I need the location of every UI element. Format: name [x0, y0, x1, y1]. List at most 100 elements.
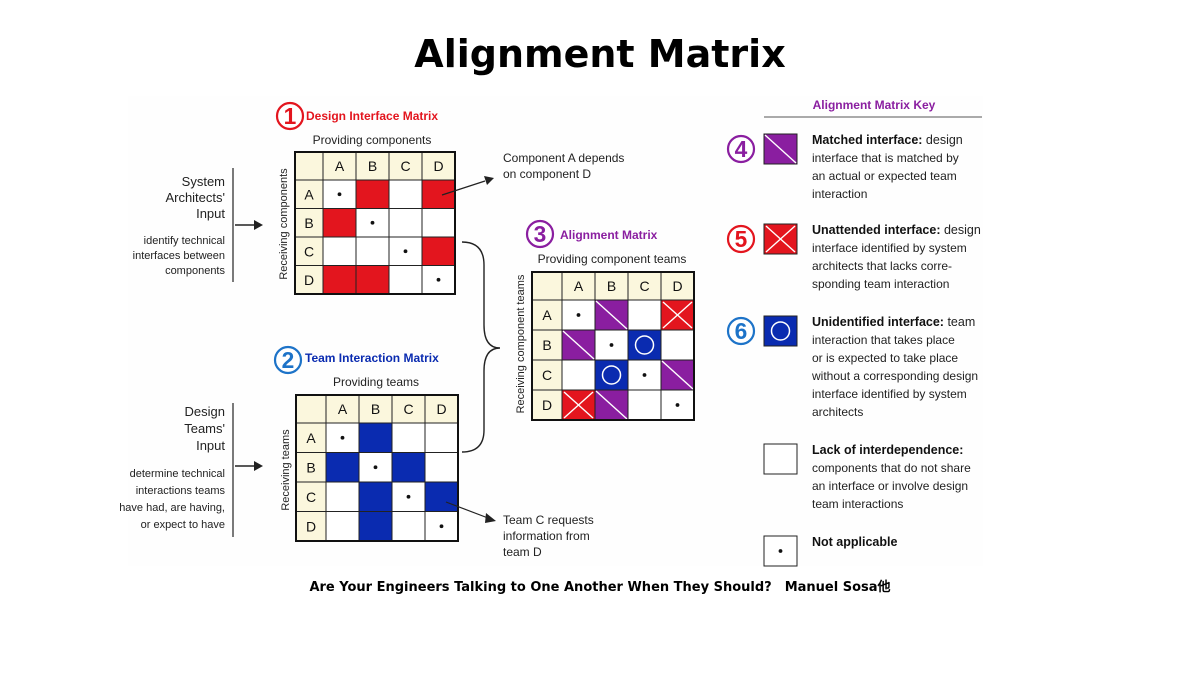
key-item-heading: Matched interface: design — [812, 133, 963, 147]
dim-cell — [355, 236, 390, 266]
tim-cell — [325, 452, 360, 483]
am-cell-ring — [634, 335, 655, 355]
component-a-arrow-head — [484, 176, 494, 185]
am-cell-dot — [576, 313, 581, 317]
sys-input-heading: System — [182, 174, 225, 189]
key-item-desc: architects — [812, 405, 863, 419]
tim-cell — [391, 511, 426, 542]
team-c-note: team D — [503, 545, 542, 559]
am-cell-diagonal — [595, 300, 628, 330]
component-a-arrow-line — [441, 180, 486, 196]
design-input-desc: determine technical — [130, 468, 225, 480]
tim-number: 2 — [282, 347, 295, 373]
tim-row-header-cell — [295, 481, 327, 512]
component-a-note: Component A depends — [503, 151, 624, 165]
component-a-note: on component D — [503, 167, 591, 181]
key-number: 5 — [735, 226, 748, 252]
key-item-rest: design — [922, 133, 962, 147]
key-item-heading: Not applicable — [812, 535, 897, 549]
am-row-header-cell — [531, 329, 563, 361]
key-item-bold: Unattended interface: — [812, 223, 941, 237]
dim-cell — [322, 265, 357, 295]
tim-outline — [295, 394, 459, 542]
tim-corner-cell — [295, 394, 327, 424]
tim-col-header: D — [436, 401, 446, 417]
dim-cell-dot — [370, 220, 375, 225]
key-item-desc: interface identified by system — [812, 241, 967, 255]
am-col-header: B — [607, 278, 616, 294]
dim-corner-cell — [294, 151, 324, 181]
am-cell — [561, 359, 596, 391]
dim-row-axis: Receiving components — [278, 168, 290, 280]
dim-cell — [421, 265, 456, 295]
key-item-desc: or is expected to take place — [812, 351, 958, 365]
team-c-arrow-head — [485, 513, 496, 523]
key-item-desc: interaction — [812, 187, 867, 201]
am-corner-cell — [531, 271, 563, 301]
tim-cell — [424, 422, 459, 453]
tim-cell-dot — [340, 435, 345, 440]
dim-cell — [388, 179, 423, 209]
dim-cell — [421, 179, 456, 209]
sys-input-heading: Input — [196, 206, 225, 221]
tim-row-header: B — [306, 459, 315, 475]
page-title: Alignment Matrix — [414, 32, 786, 76]
tim-row-axis: Receiving teams — [280, 429, 292, 511]
tim-number-ring — [273, 345, 303, 375]
am-cell — [627, 389, 662, 421]
tim-cell — [424, 452, 459, 483]
tim-col-axis: Providing teams — [333, 375, 419, 389]
tim-cell — [325, 511, 360, 542]
dim-cell-dot — [337, 192, 342, 197]
am-cell-cross-b — [563, 391, 594, 419]
key-item-desc: interface identified by system — [812, 387, 967, 401]
key-number: 6 — [735, 318, 748, 344]
design-input-desc: or expect to have — [141, 519, 225, 531]
tim-cell — [391, 452, 426, 483]
tim-cell-dot — [373, 465, 378, 470]
dim-number: 1 — [284, 103, 297, 129]
dim-col-header: B — [368, 158, 377, 174]
key-swatch-ring — [770, 321, 791, 341]
am-cell — [594, 359, 629, 391]
key-item-bold: Unidentified interface: — [812, 315, 944, 329]
tim-cell — [391, 422, 426, 453]
design-input-heading: Input — [196, 438, 225, 453]
tim-col-header: C — [403, 401, 413, 417]
key-item-heading: Unidentified interface: team — [812, 315, 975, 329]
key-number: 4 — [735, 136, 748, 162]
tim-cell-dot — [406, 494, 411, 499]
tim-title: Team Interaction Matrix — [305, 351, 439, 365]
tim-cell — [424, 481, 459, 512]
key-swatch — [763, 315, 798, 347]
am-row-header: D — [542, 397, 552, 413]
key-item-heading: Lack of interdependence: — [812, 443, 963, 457]
tim-col-header: A — [338, 401, 348, 417]
key-item-desc: without a corresponding design — [811, 369, 978, 383]
am-cell — [627, 329, 662, 361]
sys-input-desc: components — [165, 265, 225, 277]
dim-cell — [388, 208, 423, 238]
dim-cell-dot — [403, 249, 408, 254]
tim-cell — [325, 481, 360, 512]
key-item-rest: design — [941, 223, 981, 237]
am-col-header: A — [574, 278, 584, 294]
am-col-header: C — [639, 278, 649, 294]
key-item-desc: team interactions — [812, 497, 903, 511]
tim-row-header: A — [306, 430, 316, 446]
key-item-rest: team — [944, 315, 975, 329]
am-outline — [531, 271, 695, 421]
sys-input-arrow-head — [254, 220, 263, 230]
key-item-heading: Unattended interface: design — [812, 223, 981, 237]
dim-col-axis: Providing components — [313, 133, 432, 147]
tim-cell — [358, 511, 393, 542]
tim-col-header-cell — [424, 394, 459, 424]
tim-row-header: C — [306, 489, 316, 505]
key-item-desc: architects that lacks corre- — [812, 259, 952, 273]
dim-col-header: C — [400, 158, 410, 174]
design-input-desc: interactions teams — [136, 485, 226, 497]
dim-cell — [355, 265, 390, 295]
dim-row-header: B — [304, 215, 313, 231]
am-cell — [660, 329, 695, 361]
